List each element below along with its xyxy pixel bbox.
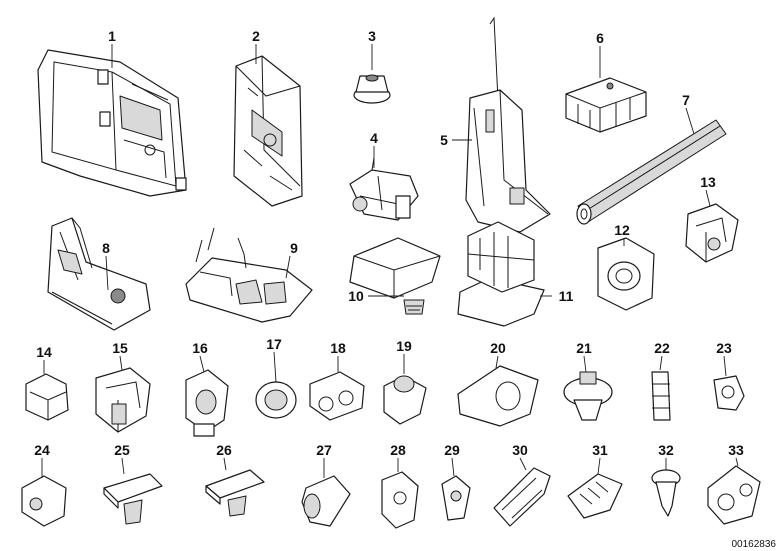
part-label-17[interactable]: 17: [266, 336, 282, 352]
part-label-23[interactable]: 23: [716, 340, 732, 356]
part-label-24[interactable]: 24: [34, 442, 50, 458]
part-label-9[interactable]: 9: [290, 240, 298, 256]
part-17-drawing: [255, 381, 297, 419]
part-label-25[interactable]: 25: [114, 442, 130, 458]
part-23-drawing: [713, 375, 745, 411]
part-21-drawing: [563, 371, 613, 421]
part-15-drawing: [95, 367, 151, 433]
part-9-drawing: [185, 227, 313, 323]
part-14-drawing: [25, 373, 69, 421]
part-label-10[interactable]: 10: [348, 288, 364, 304]
part-12-drawing: [597, 237, 655, 311]
part-label-4[interactable]: 4: [370, 130, 378, 146]
part-10-drawing: [349, 237, 441, 315]
part-27-drawing: [301, 475, 351, 527]
part-label-26[interactable]: 26: [216, 442, 232, 458]
part-label-20[interactable]: 20: [490, 340, 506, 356]
part-label-16[interactable]: 16: [192, 340, 208, 356]
part-16-drawing: [185, 369, 229, 437]
part-6-drawing: [565, 77, 647, 133]
part-label-15[interactable]: 15: [112, 340, 128, 356]
part-label-32[interactable]: 32: [658, 442, 674, 458]
part-1-drawing: [37, 49, 187, 197]
leader-lines: [41, 44, 739, 478]
part-label-12[interactable]: 12: [614, 222, 630, 238]
part-label-31[interactable]: 31: [592, 442, 608, 458]
part-label-14[interactable]: 14: [36, 344, 52, 360]
part-label-30[interactable]: 30: [512, 442, 528, 458]
part-25-drawing: [103, 473, 163, 525]
part-label-8[interactable]: 8: [102, 240, 110, 256]
part-33-drawing: [707, 465, 761, 525]
part-label-3[interactable]: 3: [368, 28, 376, 44]
part-label-13[interactable]: 13: [700, 174, 716, 190]
part-label-11[interactable]: 11: [559, 288, 574, 304]
part-28-drawing: [381, 471, 419, 529]
part-labels: 1 2 3 4 5 6 7 8 9 10 11 12 13 14 15 16 1…: [34, 28, 744, 458]
part-7-drawing: [576, 119, 727, 225]
part-5-drawing: [465, 16, 551, 233]
part-label-18[interactable]: 18: [330, 340, 346, 356]
part-29-drawing: [441, 475, 471, 521]
part-label-19[interactable]: 19: [396, 338, 412, 354]
part-26-drawing: [205, 469, 265, 517]
part-19-drawing: [383, 375, 427, 425]
part-label-28[interactable]: 28: [390, 442, 406, 458]
part-4-drawing: [349, 157, 419, 221]
part-20-drawing: [457, 365, 539, 427]
part-22-drawing: [651, 371, 671, 421]
part-label-22[interactable]: 22: [654, 340, 670, 356]
part-24-drawing: [21, 475, 67, 527]
part-11-drawing: [457, 221, 545, 327]
part-label-1[interactable]: 1: [108, 28, 116, 44]
part-13-drawing: [685, 203, 739, 263]
part-3-drawing: [353, 74, 391, 104]
part-label-2[interactable]: 2: [252, 28, 260, 44]
part-label-6[interactable]: 6: [596, 30, 604, 46]
part-label-21[interactable]: 21: [576, 340, 592, 356]
part-label-5[interactable]: 5: [440, 132, 448, 148]
diagram-reference-code: 00162836: [732, 539, 777, 550]
part-18-drawing: [309, 371, 365, 421]
part-label-7[interactable]: 7: [682, 92, 690, 108]
part-label-27[interactable]: 27: [316, 442, 332, 458]
part-8-drawing: [47, 217, 151, 331]
part-label-29[interactable]: 29: [444, 442, 460, 458]
part-label-33[interactable]: 33: [728, 442, 744, 458]
part-2-drawing: [233, 55, 303, 207]
part-32-drawing: [651, 469, 681, 517]
part-31-drawing: [567, 473, 623, 519]
part-30-drawing: [493, 467, 551, 527]
